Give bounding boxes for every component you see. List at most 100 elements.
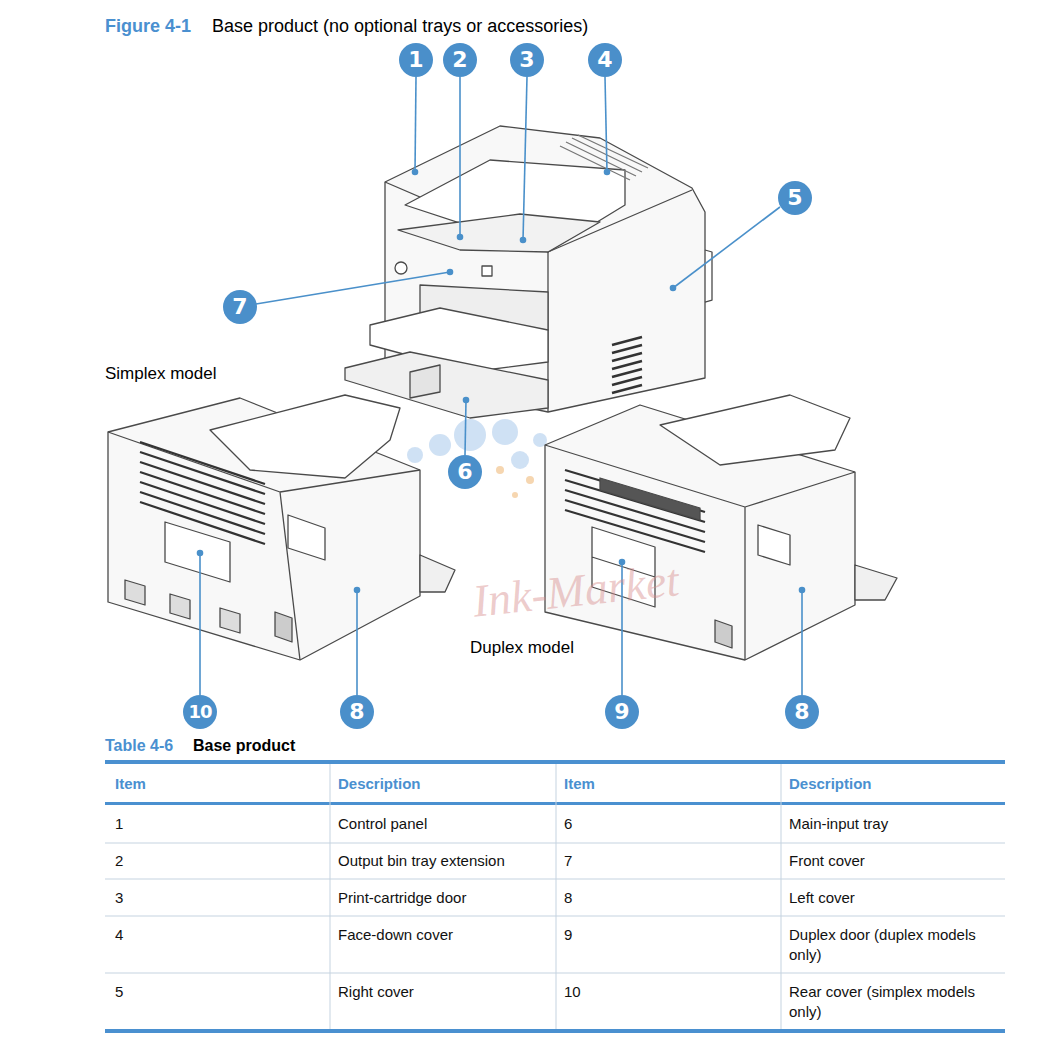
table-column-rule — [330, 764, 781, 1030]
printer-simplex — [108, 395, 455, 660]
table-header: Item — [564, 774, 769, 794]
table-cell: Front cover — [789, 851, 994, 871]
table-cell: 1 — [115, 814, 320, 834]
callout-number: 6 — [448, 455, 482, 489]
watermark-dot — [407, 447, 423, 463]
callout-circle — [443, 43, 477, 77]
output-tray — [660, 395, 850, 465]
model-label: Simplex model — [105, 364, 217, 384]
table-header: Description — [338, 774, 543, 794]
table-cell: Print-cartridge door — [338, 888, 543, 908]
callout-label: 4 — [588, 43, 622, 77]
table-cell: Duplex door (duplex models only) — [789, 925, 994, 965]
table-cell: Rear cover (simplex models only) — [789, 982, 994, 1022]
leader-line — [459, 77, 461, 237]
table-header: Description — [789, 774, 994, 794]
table-cell: 10 — [564, 982, 769, 1002]
callout-label: 3 — [510, 43, 544, 77]
callout-number: 3 — [510, 43, 544, 77]
paper-guide — [410, 365, 440, 398]
callout-label: 8 — [340, 695, 374, 729]
top-vents — [560, 135, 648, 180]
rear-plate — [165, 522, 230, 582]
printer-body — [385, 126, 705, 412]
leader-line — [673, 207, 780, 288]
leader-dot — [448, 270, 453, 275]
leader-dot — [464, 398, 469, 403]
table-row-rule — [105, 843, 1005, 973]
table-cell: Face-down cover — [338, 925, 543, 945]
watermark-dot — [526, 476, 534, 484]
table-cell: Right cover — [338, 982, 543, 1002]
duplex-handle — [600, 478, 700, 520]
table-cell: Output bin tray extension — [338, 851, 543, 871]
leader-line — [356, 590, 358, 695]
watermark-dots — [407, 419, 558, 498]
side-latch — [705, 250, 712, 302]
callout-label: 9 — [605, 695, 639, 729]
leader-line — [465, 400, 466, 455]
leader-dot — [800, 588, 805, 593]
leader-line — [605, 77, 607, 172]
table-cell: 5 — [115, 982, 320, 1002]
callout-circle — [785, 695, 819, 729]
leader-dot — [671, 286, 676, 291]
watermark-dot — [454, 419, 486, 451]
power-button — [395, 262, 407, 274]
callout-number: 9 — [605, 695, 639, 729]
printer-duplex — [545, 395, 897, 660]
table-cell: 9 — [564, 925, 769, 945]
leader-dot — [521, 238, 526, 243]
callout-circle — [510, 43, 544, 77]
side-vents — [612, 337, 642, 393]
power-socket — [715, 620, 732, 648]
callout-circle — [605, 695, 639, 729]
table-cell: 6 — [564, 814, 769, 834]
leader-line — [256, 272, 450, 304]
watermark-dot — [512, 492, 518, 498]
callout-label: 1 — [399, 43, 433, 77]
rear-vents — [565, 470, 705, 552]
callout-circle — [340, 695, 374, 729]
callout-number: 8 — [340, 695, 374, 729]
callout-label: 5 — [778, 181, 812, 215]
table-cell: 3 — [115, 888, 320, 908]
leader-line — [801, 590, 803, 695]
table-cell: Control panel — [338, 814, 543, 834]
callout-number: 5 — [778, 181, 812, 215]
callout-label: 8 — [785, 695, 819, 729]
table-cell: 2 — [115, 851, 320, 871]
side-recess — [758, 525, 790, 565]
rear-ports — [125, 580, 240, 633]
table-cell: 8 — [564, 888, 769, 908]
table-bottom-rule — [105, 1029, 1005, 1033]
watermark-dot — [496, 466, 504, 474]
leader-dot — [413, 170, 418, 175]
table-header-rule — [105, 802, 1005, 805]
callout-label: 10 — [183, 695, 217, 729]
table-number: Table 4-6 — [105, 737, 173, 755]
table-title: Base product — [193, 737, 295, 755]
table-cell: 4 — [115, 925, 320, 945]
leader-line — [415, 77, 416, 172]
callout-number: 4 — [588, 43, 622, 77]
power-socket — [275, 612, 292, 642]
callout-circle — [223, 290, 257, 324]
leader-line — [523, 77, 527, 240]
callout-number: 2 — [443, 43, 477, 77]
table-header: Item — [115, 774, 320, 794]
watermark-dot — [492, 419, 518, 445]
body-edge — [545, 445, 855, 660]
callout-label: 6 — [448, 455, 482, 489]
table-cell: Main-input tray — [789, 814, 994, 834]
callout-circle — [399, 43, 433, 77]
leader-line — [199, 553, 201, 695]
table-top-rule — [105, 760, 1005, 764]
callout-circle — [588, 43, 622, 77]
figure-title: Figure 4-1 — [105, 16, 191, 37]
tray-edge — [420, 555, 455, 592]
model-label: Duplex model — [470, 638, 574, 658]
leader-lines — [198, 77, 805, 695]
leader-dot — [458, 235, 463, 240]
